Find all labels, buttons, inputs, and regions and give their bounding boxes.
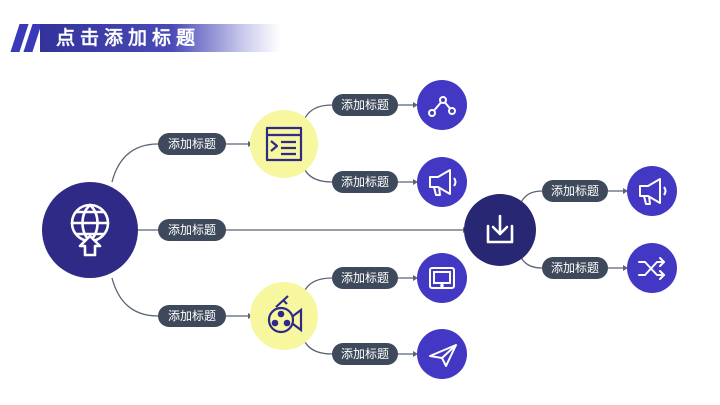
share-nodes-icon: [428, 96, 456, 117]
connector-top-mega-a: [304, 169, 333, 183]
download-node[interactable]: [464, 194, 536, 266]
tablet-node[interactable]: [417, 253, 467, 303]
arrowhead: [413, 179, 418, 185]
connector-bottom-plane-a: [304, 341, 333, 355]
megaphone-node-top[interactable]: [417, 157, 467, 207]
projector-node[interactable]: [250, 282, 318, 350]
label-bottom-paperplane[interactable]: 添加标题: [332, 343, 398, 365]
label-download-megaphone[interactable]: 添加标题: [542, 180, 608, 202]
megaphone-icon: [639, 178, 667, 205]
document-list-icon: [265, 126, 303, 162]
document-node[interactable]: [250, 110, 318, 178]
arrowhead: [413, 275, 418, 281]
arrowhead: [413, 102, 418, 108]
shuffle-icon: [638, 257, 665, 280]
label-download-shuffle[interactable]: 添加标题: [542, 257, 608, 279]
share-node[interactable]: [417, 80, 467, 130]
hub-node[interactable]: [42, 182, 138, 278]
label-bottom-tablet[interactable]: 添加标题: [332, 267, 398, 289]
label-hub-middle[interactable]: 添加标题: [158, 219, 226, 241]
film-projector-icon: [267, 295, 303, 334]
download-tray-icon: [486, 214, 514, 244]
paperplane-node[interactable]: [417, 329, 467, 379]
megaphone-icon: [429, 169, 457, 196]
label-hub-bottom[interactable]: 添加标题: [158, 305, 226, 327]
arrowhead: [413, 351, 418, 357]
page-title[interactable]: 点击添加标题: [56, 27, 201, 49]
connector-top-share-a: [304, 104, 333, 119]
label-hub-top[interactable]: 添加标题: [158, 133, 226, 155]
label-top-share[interactable]: 添加标题: [332, 94, 398, 116]
title-band: [40, 24, 280, 52]
megaphone-node-right[interactable]: [627, 166, 677, 216]
arrowhead: [623, 265, 628, 271]
arrowhead: [623, 188, 628, 194]
tablet-icon: [429, 267, 455, 289]
paper-plane-icon: [429, 344, 457, 367]
connector-hub-bottom-a: [111, 277, 159, 317]
label-top-megaphone[interactable]: 添加标题: [332, 171, 398, 193]
connector-bottom-tablet-a: [304, 277, 333, 291]
shuffle-node[interactable]: [627, 243, 677, 293]
header: 点击添加标题: [0, 0, 720, 70]
globe-upload-icon: [70, 203, 110, 257]
connector-hub-top-a: [111, 143, 159, 183]
